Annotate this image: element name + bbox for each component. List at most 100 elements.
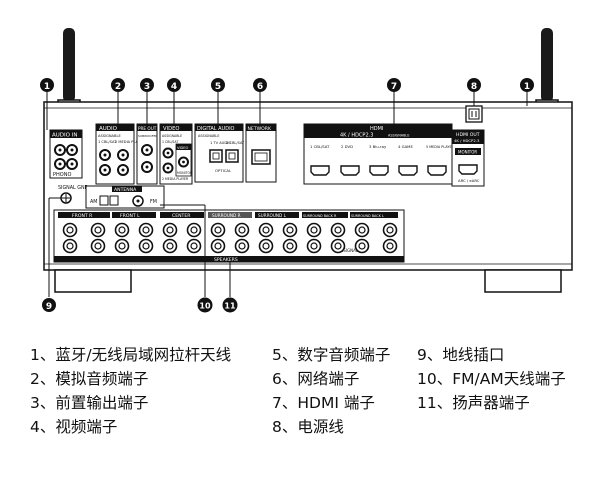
- speaker-terminal-core: [214, 226, 222, 234]
- callout-11: 11: [224, 302, 236, 311]
- speaker-terminal-core: [286, 226, 294, 234]
- speaker-terminal-core: [66, 242, 74, 250]
- video-assignable-label: ASSIGNABLE: [162, 134, 182, 138]
- center-label: CENTER: [172, 213, 191, 219]
- legend-item-2: 2、模拟音频端子: [30, 370, 149, 388]
- callout-1-right: 1: [524, 82, 530, 92]
- callout-7: 7: [391, 82, 397, 92]
- hdmi-input-2-label: 2 DVD: [341, 144, 353, 149]
- hdmi-output-block: HDMI OUT 4K / HDCP2.3 MONITOR ARC / eARC: [451, 129, 485, 187]
- video-media-label: 2 MEDIA PLAYER: [162, 177, 189, 181]
- subwoofer-label: SUBWOOFER: [138, 134, 157, 138]
- legend: 1、蓝牙/无线局域网拉杆天线 2、模拟音频端子 3、前置输出端子 4、视频端子 …: [0, 344, 612, 484]
- legend-item-10: 10、FM/AM天线端子: [417, 370, 566, 388]
- signal-gnd-label: SIGNAL GND: [58, 185, 89, 191]
- digital-audio-label: DIGITAL AUDIO: [197, 126, 235, 132]
- surround-back-l-label: SURROUND BACK L: [351, 214, 384, 218]
- front-r-label: FRONT R: [72, 213, 93, 219]
- hdmi-out-sub-label: 4K / HDCP2.3: [454, 138, 480, 143]
- legend-item-6: 6、网络端子: [272, 370, 360, 388]
- callout-2: 2: [115, 82, 121, 92]
- callout-1-left: 1: [44, 82, 50, 92]
- speaker-terminal-core: [262, 226, 270, 234]
- hdmi-input-4-label: 4 GAME: [398, 144, 413, 149]
- callout-9: 9: [46, 302, 52, 312]
- speaker-terminals-block: SPEAKERS FRONT R FRONT L CENTER SURROUND…: [53, 209, 405, 263]
- legend-item-4: 4、视频端子: [30, 418, 118, 436]
- network-block: NETWORK: [245, 123, 277, 183]
- hdmi-input-3-label: 3 Blu-ray: [369, 144, 387, 149]
- audio-media-label: 2 MEDIA PLAYER: [115, 140, 145, 144]
- speaker-terminal-core: [118, 242, 126, 250]
- speaker-terminal-core: [334, 242, 342, 250]
- callout-3: 3: [144, 82, 150, 92]
- speaker-terminal-core: [238, 242, 246, 250]
- audio-in-label: AUDIO: [99, 126, 118, 132]
- audio-cbl-label: 1 CBL/SAT: [98, 140, 117, 144]
- front-l-label: FRONT L: [120, 213, 140, 219]
- hdmi-input-5-label: 5 MEDIA PLAYER: [426, 145, 455, 149]
- legend-item-9: 9、地线插口: [417, 346, 505, 364]
- legend-item-1: 1、蓝牙/无线局域网拉杆天线: [30, 346, 232, 364]
- hdmi-label: HDMI: [370, 126, 383, 132]
- speaker-terminal-core: [286, 242, 294, 250]
- speaker-terminal-core: [238, 226, 246, 234]
- video-cbl-label: 1 CBL/SAT: [162, 140, 178, 144]
- hdmi-input-1-label: 1 CBL/SAT: [310, 144, 330, 149]
- surround-back-r-label: SURROUND BACK R: [303, 214, 337, 218]
- speaker-terminal-core: [94, 242, 102, 250]
- tv-audio-label: 1 TV AUDIO: [210, 141, 231, 145]
- video-in-label: VIDEO: [163, 126, 179, 132]
- callout-10: 10: [199, 302, 211, 311]
- speaker-terminal-core: [190, 226, 198, 234]
- optical-label: OPTICAL: [215, 168, 232, 173]
- assignable-label: ASSIGNABLE: [338, 248, 364, 253]
- antenna-terminal-block: ANTENNA AM FM: [85, 185, 165, 209]
- speaker-terminal-core: [166, 226, 174, 234]
- pre-out-label: PRE OUT: [138, 126, 157, 131]
- speaker-terminal-core: [118, 226, 126, 234]
- speaker-terminal-core: [310, 226, 318, 234]
- callout-5: 5: [215, 82, 221, 92]
- legend-item-11: 11、扬声器端子: [417, 394, 530, 412]
- hdmi-input-block: HDMI 4K / HDCP2.3 ASSIGNABLE 1 CBL/SAT 2…: [303, 123, 455, 185]
- network-label: NETWORK: [248, 126, 272, 132]
- digital-assignable-label: ASSIGNABLE: [198, 134, 219, 138]
- audio-in-phono-block: AUDIO IN PHONO: [49, 129, 83, 179]
- hdmi-assignable-label: ASSIGNABLE: [388, 134, 409, 138]
- hdmi-out-label: HDMI OUT: [456, 132, 480, 138]
- pre-out-block: PRE OUT SUBWOOFER: [136, 123, 158, 185]
- monitor-out-label: MONITOR: [177, 171, 193, 175]
- surround-r-label: SURROUND R: [212, 213, 241, 218]
- legend-item-8: 8、电源线: [272, 418, 344, 436]
- speaker-terminal-core: [214, 242, 222, 250]
- callout-markers: 1 2 3 4 5 6 7 8 1 9 10 11: [40, 78, 534, 313]
- video-block: VIDEO ASSIGNABLE 1 CBL/SAT 2 MEDIA PLAYE…: [159, 123, 193, 185]
- speaker-terminal-core: [190, 242, 198, 250]
- audio-in-left-label: AUDIO IN: [52, 133, 77, 139]
- speaker-terminal-core: [262, 242, 270, 250]
- antenna-label: ANTENNA: [114, 187, 137, 193]
- speaker-terminal-core: [94, 226, 102, 234]
- speaker-terminal-core: [142, 242, 150, 250]
- video-out-label: VIDEO: [177, 146, 189, 150]
- hdmi-sub-label: 4K / HDCP2.3: [340, 133, 373, 139]
- speaker-terminal-core: [386, 226, 394, 234]
- speaker-terminal-core: [66, 226, 74, 234]
- audio-analog-block: AUDIO ASSIGNABLE 1 CBL/SAT 2 MEDIA PLAYE…: [95, 123, 145, 185]
- cbl-sat-label: 2 CBL/SAT: [226, 141, 245, 145]
- fm-label: FM: [150, 199, 157, 205]
- receiver-rear-panel-diagram: AUDIO IN PHONO AUDIO ASSIGNABLE 1 CBL/SA…: [40, 28, 573, 313]
- speaker-terminal-core: [334, 226, 342, 234]
- legend-item-3: 3、前置输出端子: [30, 394, 149, 412]
- surround-l-label: SURROUND L: [258, 213, 287, 218]
- speaker-terminal-core: [358, 242, 366, 250]
- digital-audio-block: DIGITAL AUDIO ASSIGNABLE 1 TV AUDIO 2 CB…: [194, 123, 245, 183]
- power-inlet: [465, 105, 483, 123]
- callout-lines: [46, 92, 528, 297]
- arc-label: ARC / eARC: [458, 178, 480, 183]
- audio-assignable-label: ASSIGNABLE: [98, 134, 121, 138]
- speaker-terminal-core: [386, 242, 394, 250]
- legend-item-7: 7、HDMI 端子: [272, 394, 375, 412]
- speaker-terminal-core: [310, 242, 318, 250]
